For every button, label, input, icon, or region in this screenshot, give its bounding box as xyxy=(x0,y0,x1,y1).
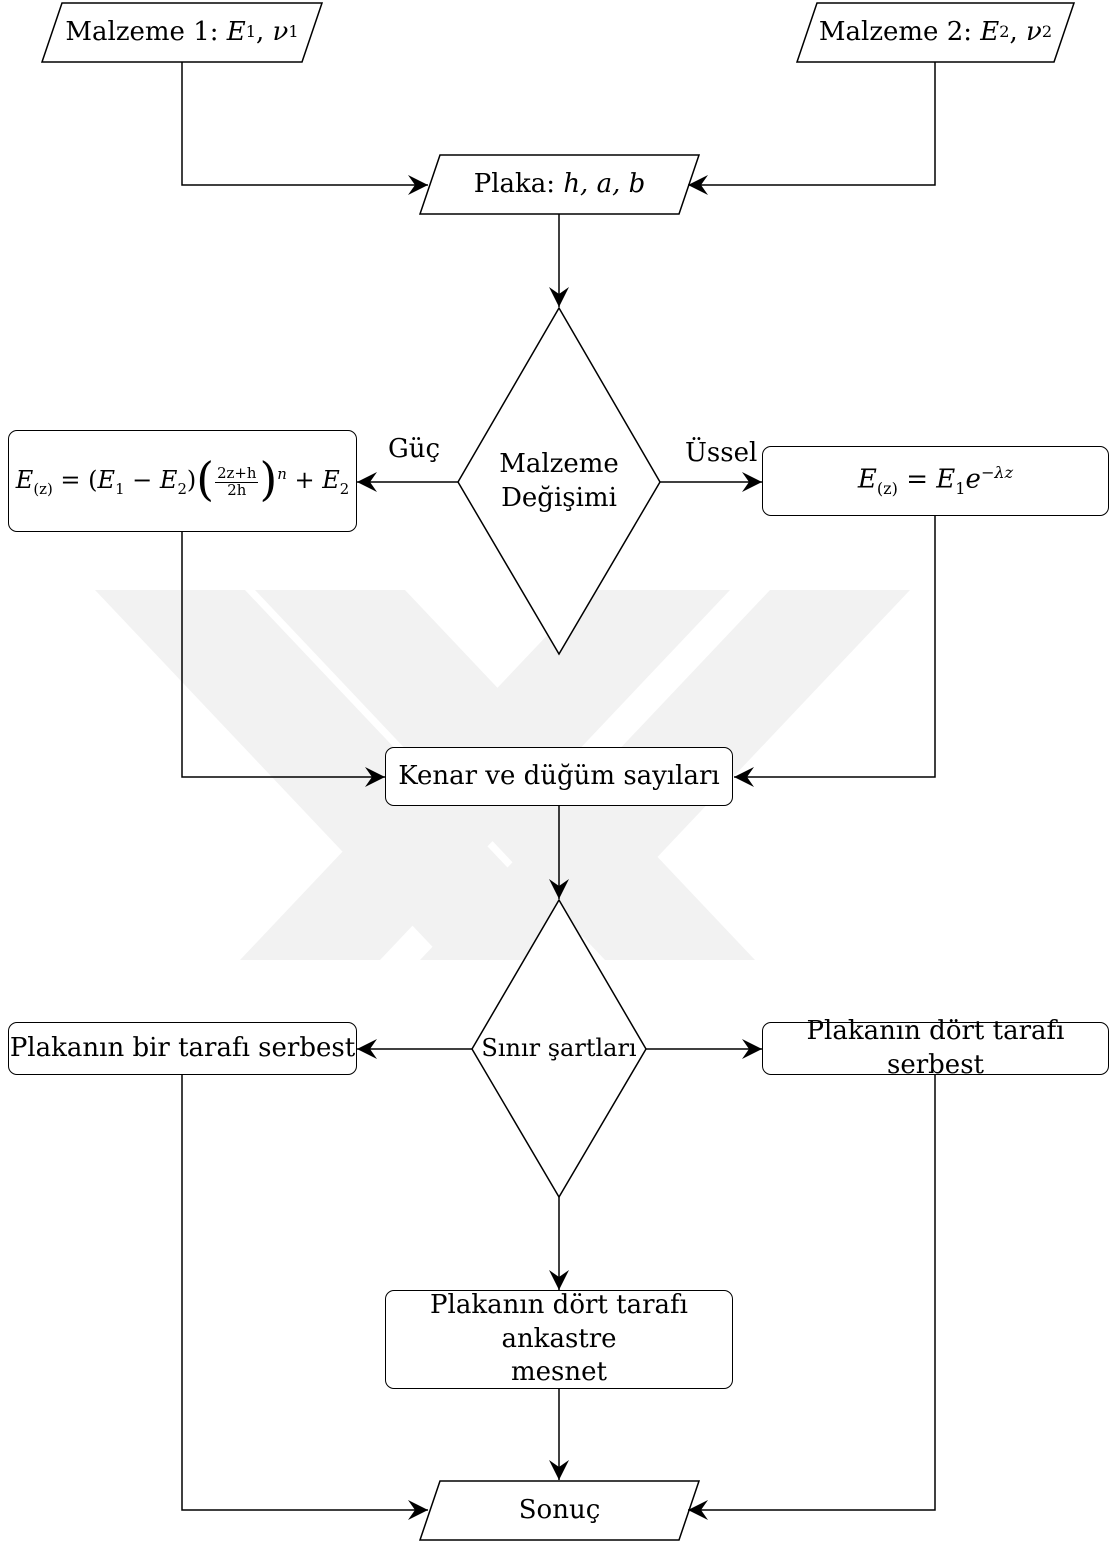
ankastre-mesnet-box: Plakanın dört tarafı ankastre mesnet xyxy=(385,1290,733,1389)
ussel-formula-box: E(z) = E1e−λz xyxy=(762,446,1109,516)
sinir-sartlari-label: Sınır şartları xyxy=(481,1034,637,1063)
sonuc-label: Sonuç xyxy=(518,1494,601,1525)
connectors xyxy=(181,62,936,1520)
malzeme-1-shape xyxy=(40,2,324,63)
edge-dort-sonuc xyxy=(688,1075,936,1520)
bir-tarafi-serbest-box: Plakanın bir tarafı serbest xyxy=(8,1022,357,1075)
sonuc-shape xyxy=(418,1480,701,1541)
plaka-label: Plaka: h, a, b xyxy=(473,168,646,199)
edge-malzeme1-plaka xyxy=(181,62,428,195)
edge-bir-sonuc xyxy=(181,1075,428,1520)
malzeme-2-shape xyxy=(795,2,1076,63)
edge-label-guc: Güç xyxy=(388,434,441,464)
malzeme-degisimi-diamond xyxy=(457,306,661,656)
dort-tarafi-serbest-box: Plakanın dört tarafı serbest xyxy=(762,1016,1109,1080)
ussel-formula: E(z) = E1e−λz xyxy=(857,462,1014,498)
edge-ussel-kenar xyxy=(734,516,936,787)
edge-label-ussel: Üssel xyxy=(685,438,758,468)
edge-guc-kenar xyxy=(181,532,385,787)
kenar-dugum-box: Kenar ve düğüm sayıları xyxy=(385,747,733,806)
malzeme-degisimi-label: Malzeme Değişimi xyxy=(499,449,619,513)
edge-malzeme2-plaka xyxy=(688,62,936,195)
